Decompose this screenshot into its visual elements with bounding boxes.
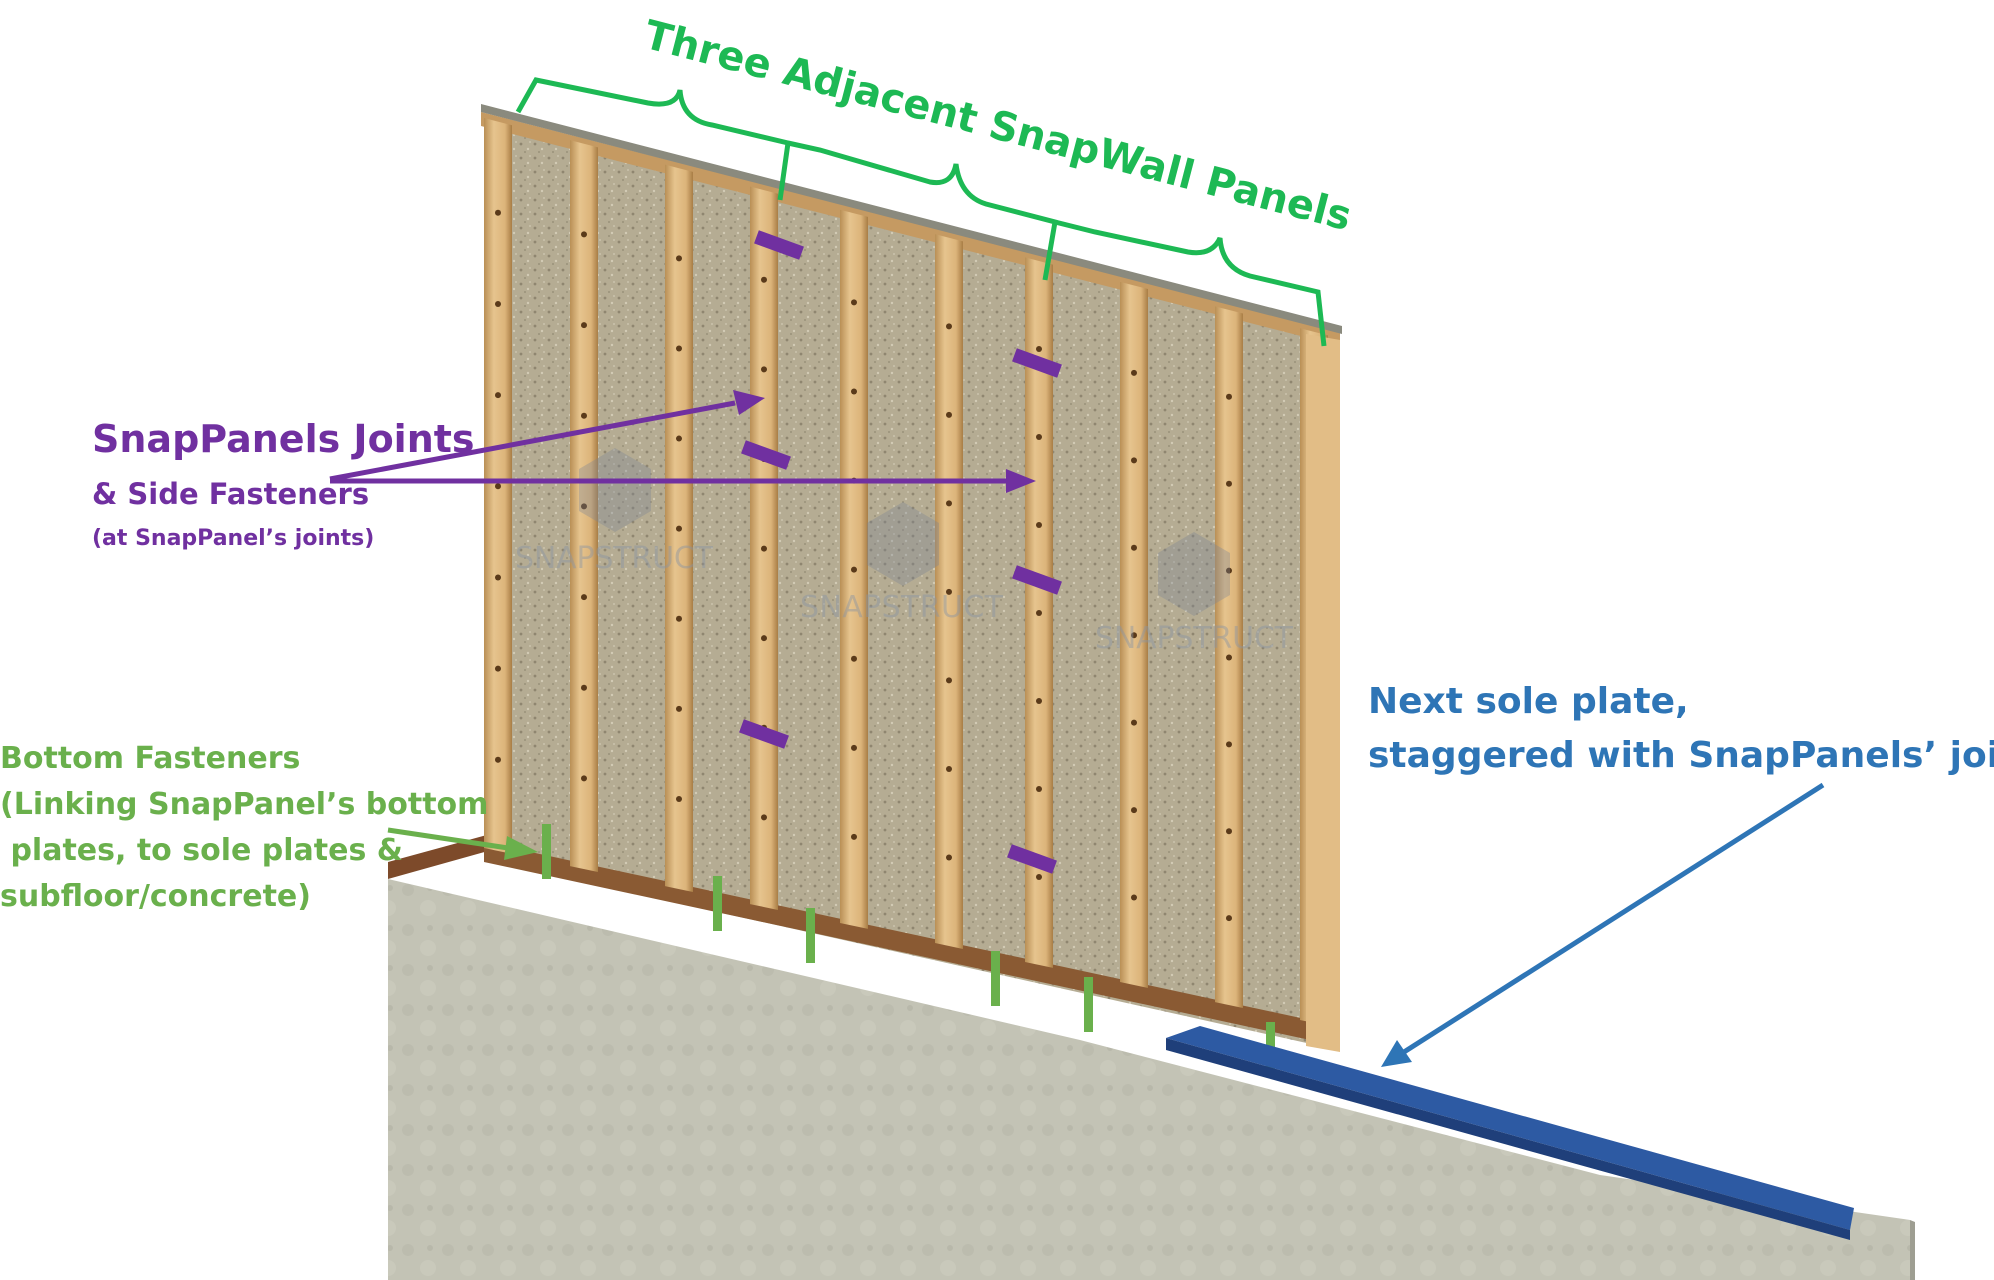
nail-dot xyxy=(1226,480,1232,487)
nail-dot xyxy=(1131,457,1137,464)
joints-title: SnapPanels Joints xyxy=(92,417,475,461)
nail-dot xyxy=(676,435,682,442)
nail-dot xyxy=(1226,567,1232,574)
nail-dot xyxy=(581,322,587,329)
nail-dot xyxy=(581,231,587,238)
nail-dot xyxy=(946,854,952,861)
nail-dot xyxy=(946,500,952,507)
nail-dot xyxy=(946,411,952,418)
nail-dot xyxy=(676,255,682,262)
nail-dot xyxy=(676,615,682,622)
nail-dot xyxy=(851,744,857,751)
joints-note: (at SnapPanel’s joints) xyxy=(92,526,375,551)
nail-dot xyxy=(1226,828,1232,835)
nail-dot xyxy=(1226,654,1232,661)
nail-dot xyxy=(946,677,952,684)
nail-dot xyxy=(761,276,767,283)
nail-dot xyxy=(581,684,587,691)
nail-dot xyxy=(1036,609,1042,616)
nail-dot xyxy=(1036,873,1042,880)
nail-dot xyxy=(761,635,767,642)
sole-plate-label: Next sole plate, staggered with SnapPane… xyxy=(1368,675,1994,783)
bottom-fasteners-label: Bottom Fasteners (Linking SnapPanel’s bo… xyxy=(0,736,488,920)
nail-dot xyxy=(1131,719,1137,726)
joint-arrows xyxy=(329,390,1036,493)
nail-dot xyxy=(1131,807,1137,814)
watermark-logo xyxy=(579,448,1230,616)
nail-dot xyxy=(495,209,501,216)
nail-dot xyxy=(851,299,857,306)
nail-dot xyxy=(676,705,682,712)
sole-label-line: staggered with SnapPanels’ joints xyxy=(1368,735,1994,776)
concrete-slab xyxy=(388,879,1910,1280)
nail-dot xyxy=(1131,632,1137,639)
wall-end-face xyxy=(1306,334,1340,1052)
side-fasteners xyxy=(739,230,1062,874)
nail-dot xyxy=(581,594,587,601)
nail-dot xyxy=(495,300,501,307)
nail-dot xyxy=(676,525,682,532)
bottom-fastener-arrow xyxy=(387,827,538,860)
nail-dot xyxy=(851,833,857,840)
nail-dot xyxy=(495,665,501,672)
nail-dot xyxy=(761,814,767,821)
nail-dot xyxy=(581,503,587,510)
top-plate-face xyxy=(481,104,1342,334)
bottom-label-line: (Linking SnapPanel’s bottom xyxy=(0,787,489,822)
nail-dot xyxy=(851,655,857,662)
nail-dot xyxy=(761,545,767,552)
nail-dot xyxy=(946,588,952,595)
slab-right-edge xyxy=(1910,1220,1915,1280)
bottom-label-line: plates, to sole plates & xyxy=(0,833,403,868)
nail-dot xyxy=(1226,915,1232,922)
nail-dot xyxy=(676,795,682,802)
sole-label-line: Next sole plate, xyxy=(1368,681,1689,722)
nail-dot xyxy=(1036,521,1042,528)
nail-dot xyxy=(1226,393,1232,400)
watermark-text: SNAPSTRUCT xyxy=(800,590,1005,625)
watermark-text: SNAPSTRUCT xyxy=(1095,621,1295,656)
nail-dot xyxy=(495,756,501,763)
nail-dot xyxy=(1036,433,1042,440)
next-sole-plate xyxy=(1166,1026,1854,1240)
joints-subtitle: & Side Fasteners xyxy=(92,477,370,511)
nail-dot xyxy=(1226,741,1232,748)
nail-dot xyxy=(676,345,682,352)
bottom-label-line: Bottom Fasteners xyxy=(0,741,301,776)
nail-dot xyxy=(851,566,857,573)
nail-dot xyxy=(581,775,587,782)
nail-dot xyxy=(1131,369,1137,376)
panel-brace xyxy=(515,77,1327,347)
bottom-label-line: subfloor/concrete) xyxy=(0,879,311,914)
nail-dot xyxy=(1036,345,1042,352)
nail-dot xyxy=(946,323,952,330)
sole-plate-arrow xyxy=(1381,782,1825,1067)
nail-dot xyxy=(495,574,501,581)
nail-dot xyxy=(851,388,857,395)
nail-dot xyxy=(581,412,587,419)
nail-dot xyxy=(946,765,952,772)
nail-dot xyxy=(1036,785,1042,792)
nail-dot xyxy=(761,366,767,373)
nail-dot xyxy=(1131,544,1137,551)
nail-dot xyxy=(495,483,501,490)
nail-dot xyxy=(495,392,501,399)
nail-dot xyxy=(1131,894,1137,901)
watermark-text: SNAPSTRUCT xyxy=(515,541,715,576)
nail-dot xyxy=(1036,697,1042,704)
